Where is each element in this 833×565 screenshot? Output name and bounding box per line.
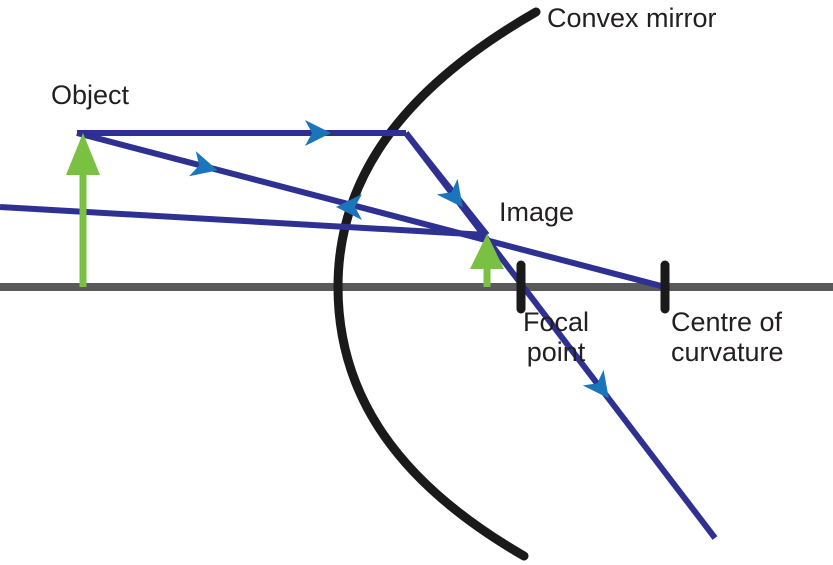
focal-point-label-line1: Focal [523, 307, 590, 337]
virtual-ray-to-focal-point [403, 131, 490, 237]
convex-mirror-arc [333, 7, 541, 561]
convex-mirror-group [333, 7, 541, 561]
reflected-ray-back-along-radius-arrowhead-1 [336, 194, 362, 220]
object-arrow [66, 133, 100, 287]
image-label: Image [499, 197, 575, 227]
centre-of-curvature-label-line1: Centre of [671, 307, 783, 337]
object-arrow-head [66, 133, 100, 175]
centre-of-curvature-label-line2: curvature [671, 337, 784, 368]
incident-ray-to-centre-of-curvature [76, 130, 666, 290]
focal-point-label-line2: point [526, 337, 586, 368]
convex-mirror-label: Convex mirror [547, 3, 717, 33]
axis-markers-group [516, 260, 670, 314]
reflected-diverging-ray-arrowhead-2 [582, 369, 609, 399]
image-arrow [470, 234, 504, 287]
reflected-diverging-ray-arrowhead-1 [436, 178, 463, 208]
ray-arrowheads-group [189, 120, 609, 399]
incident-ray-to-centre-of-curvature-arrowhead-1 [189, 151, 218, 177]
incident-parallel-ray-arrowhead-1 [305, 120, 331, 146]
image-arrow-head [470, 234, 504, 269]
object-image-arrows-group [66, 133, 504, 287]
object-label: Object [51, 80, 130, 110]
